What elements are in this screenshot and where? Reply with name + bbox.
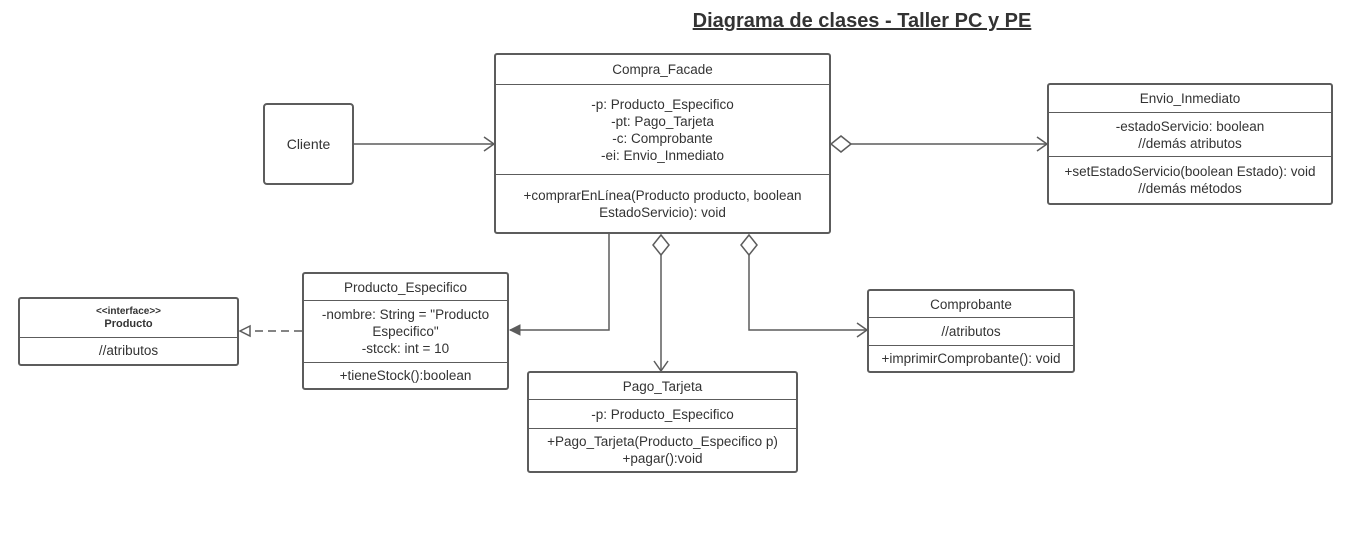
class-producto-especifico-methods: +tieneStock():boolean: [304, 363, 507, 388]
method: +comprarEnLínea(Producto producto, boole…: [523, 188, 802, 203]
attribute: -ei: Envio_Inmediato: [600, 147, 725, 163]
attribute: -stcck: int = 10: [361, 341, 450, 356]
class-name: Comprobante: [930, 296, 1012, 312]
aggregation-comprobante: [748, 255, 867, 331]
class-name: Compra_Facade: [612, 62, 713, 77]
class-comprobante[interactable]: Comprobante //atributos +imprimirComprob…: [867, 289, 1075, 373]
attribute: //demás atributos: [1138, 135, 1242, 151]
interface-producto-attributes: //atributos: [20, 338, 237, 363]
class-envio-inmediato[interactable]: Envio_Inmediato -estadoServicio: boolean…: [1047, 83, 1333, 205]
class-producto-especifico-header: Producto_Especifico: [304, 274, 507, 301]
realization-arrowhead: [238, 324, 251, 338]
class-name: Producto_Especifico: [343, 279, 468, 295]
class-comprobante-header: Comprobante: [869, 291, 1073, 318]
class-compra-facade-attributes: -p: Producto_Especifico -pt: Pago_Tarjet…: [496, 85, 829, 175]
aggregation-diamond-envio: [829, 135, 853, 153]
class-name: Pago_Tarjeta: [622, 378, 703, 394]
class-compra-facade[interactable]: Compra_Facade -p: Producto_Especifico -p…: [494, 53, 831, 234]
attribute: -pt: Pago_Tarjeta: [611, 113, 714, 129]
association-facade-producto: [510, 234, 610, 331]
method: +tieneStock():boolean: [339, 368, 472, 383]
cliente-box[interactable]: Cliente: [263, 103, 354, 185]
method: EstadoServicio): void: [599, 205, 726, 220]
class-envio-inmediato-attributes: -estadoServicio: boolean //demás atribut…: [1049, 113, 1331, 157]
attribute: -p: Producto_Especifico: [591, 96, 734, 112]
class-compra-facade-methods: +comprarEnLínea(Producto producto, boole…: [496, 175, 829, 233]
class-name: Envio_Inmediato: [1139, 91, 1241, 106]
class-producto-especifico-attributes: -nombre: String = "Producto Especifico" …: [304, 301, 507, 363]
arrowhead-facade-producto: [508, 324, 521, 336]
class-compra-facade-header: Compra_Facade: [496, 55, 829, 85]
diagram-title: Diagrama de clases - Taller PC y PE: [692, 10, 1032, 32]
class-envio-inmediato-header: Envio_Inmediato: [1049, 85, 1331, 113]
class-comprobante-methods: +imprimirComprobante(): void: [869, 346, 1073, 371]
attribute: //atributos: [98, 343, 159, 358]
interface-producto[interactable]: <<interface>> Producto //atributos: [18, 297, 239, 366]
attribute: Especifico": [372, 324, 439, 339]
class-pago-tarjeta[interactable]: Pago_Tarjeta -p: Producto_Especifico +Pa…: [527, 371, 798, 473]
method: //demás métodos: [1138, 181, 1242, 196]
interface-name: Producto: [104, 317, 153, 330]
class-envio-inmediato-methods: +setEstadoServicio(boolean Estado): void…: [1049, 157, 1331, 203]
class-pago-tarjeta-methods: +Pago_Tarjeta(Producto_Especifico p) +pa…: [529, 429, 796, 471]
class-pago-tarjeta-attributes: -p: Producto_Especifico: [529, 400, 796, 429]
method: +setEstadoServicio(boolean Estado): void: [1064, 164, 1316, 179]
class-pago-tarjeta-header: Pago_Tarjeta: [529, 373, 796, 400]
attribute: -nombre: String = "Producto: [321, 307, 490, 322]
aggregation-diamond-comprobante: [740, 233, 758, 257]
attribute: -estadoServicio: boolean: [1115, 118, 1265, 134]
interface-producto-header: <<interface>> Producto: [20, 299, 237, 338]
attribute: //atributos: [941, 324, 1001, 339]
class-producto-especifico[interactable]: Producto_Especifico -nombre: String = "P…: [302, 272, 509, 390]
aggregation-diamond-pago: [652, 233, 670, 257]
class-comprobante-attributes: //atributos: [869, 318, 1073, 346]
attribute: -p: Producto_Especifico: [591, 406, 734, 422]
method: +imprimirComprobante(): void: [881, 351, 1061, 366]
method: +pagar():void: [622, 451, 703, 466]
attribute: -c: Comprobante: [612, 130, 713, 146]
stereotype-label: <<interface>>: [95, 305, 162, 317]
cliente-label: Cliente: [286, 136, 331, 152]
method: +Pago_Tarjeta(Producto_Especifico p): [547, 434, 778, 449]
